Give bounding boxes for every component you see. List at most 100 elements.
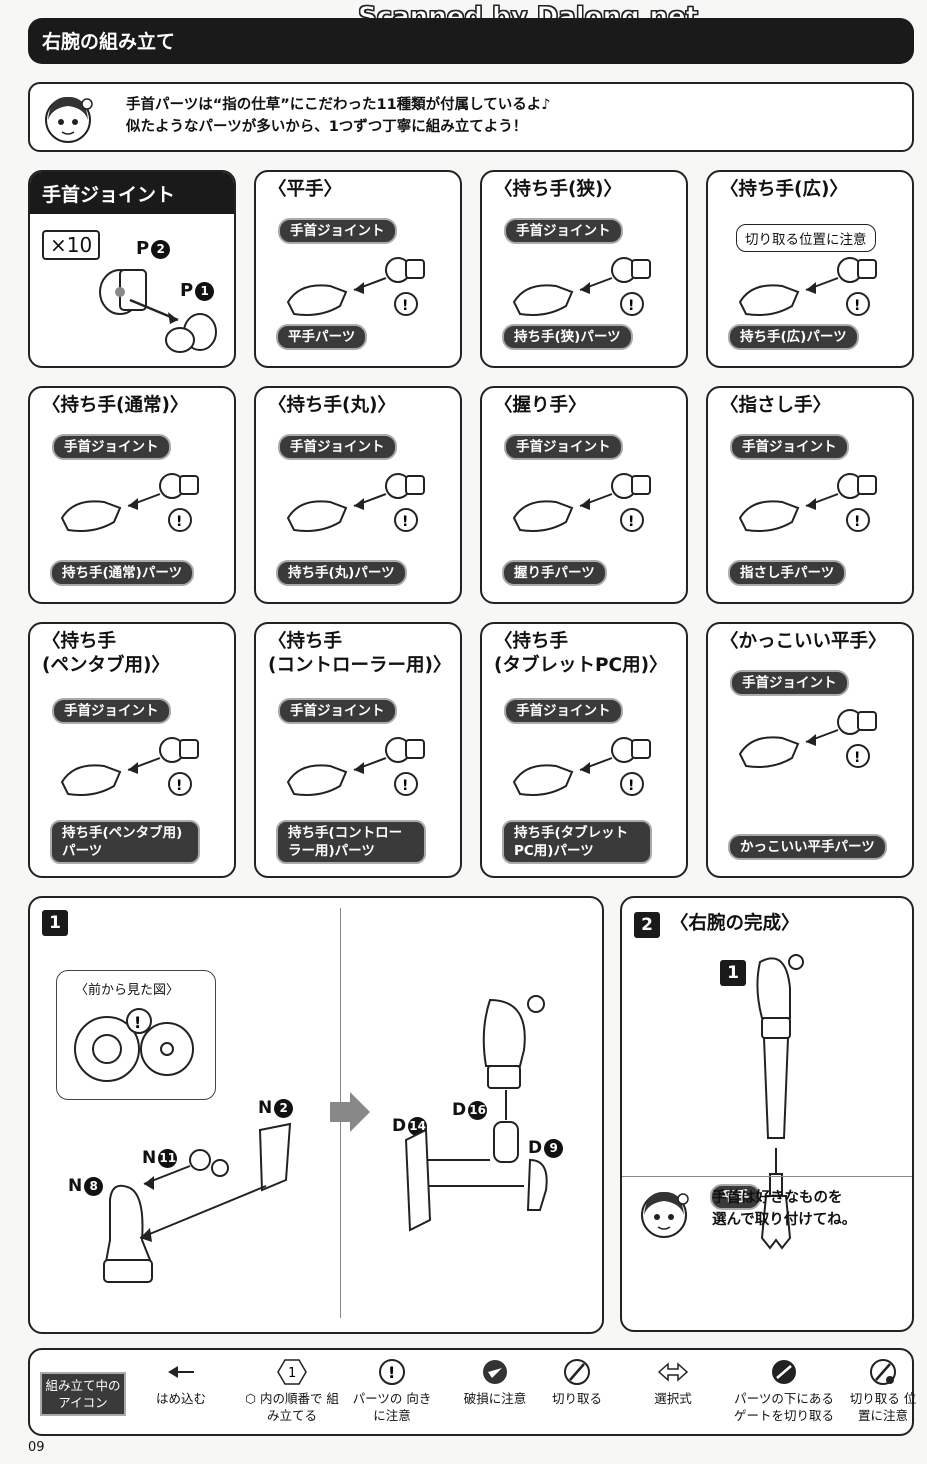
- hand-panel: 〈持ち手(丸)〉手首ジョイント! 持ち手(丸)パーツ: [254, 386, 462, 604]
- hand-illustration: !: [280, 458, 430, 538]
- wrist-joint-label: 手首ジョイント: [52, 434, 171, 460]
- cut-position-callout: 切り取る位置に注意: [736, 224, 876, 252]
- quantity-label: ×10: [42, 230, 101, 260]
- completed-right-arm-illustration: [756, 954, 804, 1250]
- character-avatar-icon: [641, 1191, 689, 1238]
- intro-box: 手首パーツは“指の仕草”にこだわった11種類が付属しているよ♪ 似たようなパーツ…: [28, 82, 914, 152]
- hand-illustration: !: [280, 242, 430, 322]
- front-view-caption: 〈前から見た図〉: [75, 983, 180, 998]
- hand-panel-title: 〈持ち手(タブレットPC用)〉: [494, 631, 668, 676]
- hand-illustration: !: [506, 722, 656, 802]
- svg-text:!: !: [402, 298, 408, 314]
- svg-text:!: !: [854, 514, 860, 530]
- hand-panel-title: 〈持ち手(ペンタブ用)〉: [42, 631, 170, 676]
- step-1-right-assembly-illustration: [404, 995, 548, 1232]
- hand-part-label: 持ち手(丸)パーツ: [276, 560, 407, 586]
- joint-parts-illustration: [99, 269, 217, 353]
- joint-panel-title: 手首ジョイント: [30, 172, 234, 214]
- hand-illustration: !: [506, 458, 656, 538]
- hand-part-label: 持ち手(ペンタブ用)パーツ: [50, 820, 200, 864]
- svg-text:!: !: [854, 298, 860, 314]
- hand-part-label: 持ち手(タブレット PC用)パーツ: [502, 820, 652, 864]
- hand-illustration: !: [54, 722, 204, 802]
- svg-text:!: !: [176, 514, 182, 530]
- legend-item-label: はめ込む: [155, 1391, 206, 1406]
- hand-part-label: 握り手パーツ: [502, 560, 607, 586]
- hand-panel: 〈指さし手〉手首ジョイント!指さし手パーツ: [706, 386, 914, 604]
- wrist-joint-label: 手首ジョイント: [504, 218, 623, 244]
- legend-item: 切り取る 位置に注意: [844, 1358, 922, 1424]
- svg-text:!: !: [388, 1363, 395, 1382]
- hand-part-label: かっこいい平手パーツ: [728, 834, 887, 860]
- hand-panel-title: 〈持ち手(コントローラー用)〉: [268, 631, 452, 676]
- svg-text:!: !: [176, 778, 182, 794]
- hand-panel-title: 〈持ち手(丸)〉: [268, 395, 396, 416]
- hand-part-label: 指さし手パーツ: [728, 560, 847, 586]
- order-hexagon-icon: 1: [242, 1358, 342, 1386]
- hand-label: 平手: [710, 1184, 761, 1210]
- damage-warning-icon: [450, 1358, 540, 1386]
- hand-panel-title: 〈持ち手(通常)〉: [42, 395, 189, 416]
- svg-text:!: !: [628, 298, 634, 314]
- hand-part-label: 持ち手(広)パーツ: [728, 324, 859, 350]
- hand-illustration: !: [280, 722, 430, 802]
- hand-illustration: !: [732, 458, 882, 538]
- section-header: 右腕の組み立て: [28, 18, 914, 64]
- hand-illustration: !: [732, 694, 882, 774]
- legend-item: はめ込む: [136, 1358, 226, 1407]
- choice-arrows-icon: [638, 1358, 708, 1386]
- hand-illustration: !: [54, 458, 204, 538]
- hand-panel-title: 〈持ち手(狭)〉: [494, 179, 622, 200]
- front-view-illustration: !: [74, 1008, 194, 1082]
- note-line-1: 手首は好きなものを: [712, 1190, 843, 1206]
- icon-legend: 組み立て中のアイコン はめ込む 1⬡ 内の順番で 組み立てる! パーツの 向きに注意…: [28, 1348, 916, 1436]
- hand-illustration: !: [732, 242, 882, 322]
- hand-part-label: 持ち手(通常)パーツ: [50, 560, 195, 586]
- page-number: 09: [28, 1440, 45, 1455]
- arrow-left-icon: [136, 1358, 226, 1386]
- hand-panel: 〈持ち手(通常)〉手首ジョイント! 持ち手(通常)パーツ: [28, 386, 236, 604]
- svg-text:!: !: [402, 778, 408, 794]
- step-2-panel: 2 〈右腕の完成〉 1 平手 手首は好きなものを 選んで取り付けてね。: [620, 896, 914, 1332]
- step-2-sub-number: 1: [720, 960, 746, 986]
- legend-item: 選択式: [638, 1358, 708, 1407]
- hand-panel-title: 〈持ち手(広)〉: [720, 179, 848, 200]
- hand-panel: 〈持ち手(ペンタブ用)〉手首ジョイント! 持ち手(ペンタブ用)パーツ: [28, 622, 236, 878]
- wrist-joint-label: 手首ジョイント: [730, 670, 849, 696]
- hand-panel: 〈持ち手(タブレットPC用)〉手首ジョイント!持ち手(タブレット PC用)パーツ: [480, 622, 688, 878]
- hand-panel: 〈かっこいい平手〉手首ジョイント! かっこいい平手パーツ: [706, 622, 914, 878]
- wrist-joint-label: 手首ジョイント: [52, 698, 171, 724]
- hand-panel: 〈平手〉手首ジョイント!平手パーツ: [254, 170, 462, 368]
- legend-item-label: パーツの 向きに注意: [352, 1391, 432, 1423]
- hand-panel: 〈握り手〉手首ジョイント! 握り手パーツ: [480, 386, 688, 604]
- svg-text:!: !: [402, 514, 408, 530]
- svg-text:!: !: [628, 514, 634, 530]
- hand-panel-title: 〈かっこいい平手〉: [720, 631, 887, 652]
- legend-item-label: 切り取る: [551, 1391, 602, 1406]
- wrist-joint-label: 手首ジョイント: [278, 434, 397, 460]
- svg-text:!: !: [628, 778, 634, 794]
- legend-item: 1⬡ 内の順番で 組み立てる: [242, 1358, 342, 1424]
- note-line-2: 選んで取り付けてね。: [712, 1212, 857, 1228]
- next-step-arrow-icon: [330, 1092, 370, 1132]
- step-1-left-assembly-illustration: [103, 1122, 292, 1283]
- legend-item-label: 破損に注意: [463, 1391, 527, 1406]
- intro-line-1: 手首パーツは“指の仕草”にこだわった11種類が付属しているよ♪: [126, 97, 551, 113]
- step-1-number: 1: [42, 910, 68, 936]
- svg-text:1: 1: [288, 1366, 296, 1381]
- legend-item-label: パーツの下にある ゲートを切り取る: [733, 1391, 834, 1423]
- wrist-joint-label: 手首ジョイント: [504, 434, 623, 460]
- legend-tag: 組み立て中のアイコン: [40, 1372, 126, 1416]
- wrist-joint-label: 手首ジョイント: [278, 218, 397, 244]
- hand-panel-title: 〈握り手〉: [494, 395, 587, 416]
- legend-item: 破損に注意: [450, 1358, 540, 1407]
- legend-item: 切り取る: [542, 1358, 612, 1407]
- hand-panel: 〈持ち手(狭)〉手首ジョイント!持ち手(狭)パーツ: [480, 170, 688, 368]
- cut-icon: [542, 1358, 612, 1386]
- gate-cut-icon: [726, 1358, 842, 1386]
- wrist-joint-label: 手首ジョイント: [730, 434, 849, 460]
